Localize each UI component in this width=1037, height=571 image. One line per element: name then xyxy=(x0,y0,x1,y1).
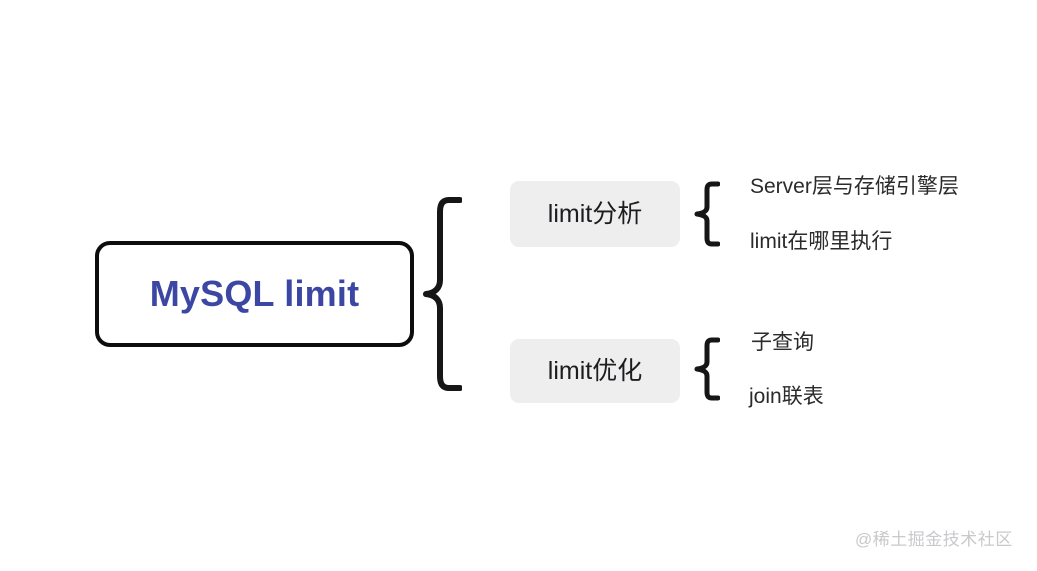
leaf-node-join-table: join联表 xyxy=(749,385,824,408)
root-node[interactable]: MySQL limit xyxy=(95,241,414,347)
branch-node-limit-analysis[interactable]: limit分析 xyxy=(510,181,680,247)
leaf-node-subquery: 子查询 xyxy=(751,331,814,354)
leaf-node-limit-where-executed: limit在哪里执行 xyxy=(750,230,893,253)
curly-brace-icon-analysis xyxy=(694,180,721,248)
curly-brace-icon-optimize xyxy=(694,336,721,402)
leaf-node-server-storage-layer: Server层与存储引擎层 xyxy=(750,175,959,198)
branch-node-limit-optimization[interactable]: limit优化 xyxy=(510,339,680,403)
branch-node-label: limit优化 xyxy=(547,356,643,385)
watermark: @稀土掘金技术社区 xyxy=(855,530,1013,549)
root-node-label: MySQL limit xyxy=(149,273,360,314)
curly-brace-icon-root xyxy=(422,196,463,392)
branch-node-label: limit分析 xyxy=(547,199,643,228)
